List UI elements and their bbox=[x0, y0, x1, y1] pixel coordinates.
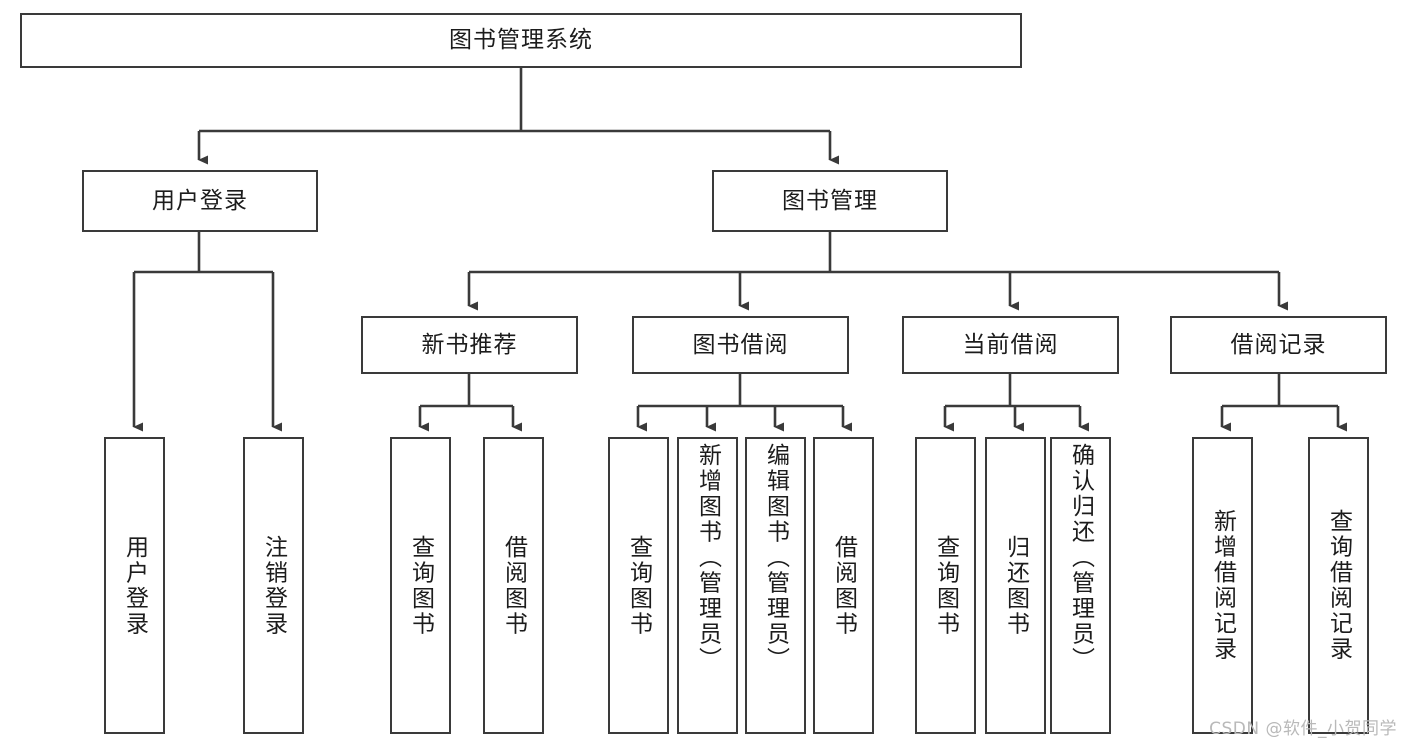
node-label-root-system: 图书管理系统 bbox=[449, 27, 593, 54]
node-label-leaf-query-book-2: 查询图书 bbox=[625, 534, 652, 637]
node-label-leaf-query-record: 查询借阅记录 bbox=[1325, 509, 1352, 662]
node-book-borrow[interactable]: 图书借阅 bbox=[632, 316, 849, 374]
node-label-user-login: 用户登录 bbox=[152, 187, 248, 214]
node-label-leaf-return-book: 归还图书 bbox=[1002, 534, 1029, 637]
node-label-leaf-borrow-book-2: 借阅图书 bbox=[830, 534, 857, 637]
node-borrow-record[interactable]: 借阅记录 bbox=[1170, 316, 1387, 374]
node-label-leaf-query-book-1: 查询图书 bbox=[407, 534, 434, 637]
node-leaf-return-book[interactable]: 归还图书 bbox=[985, 437, 1046, 734]
node-label-leaf-edit-book: 编辑图书（管理员） bbox=[762, 443, 789, 673]
node-root-system[interactable]: 图书管理系统 bbox=[20, 13, 1022, 68]
node-new-book-recommend[interactable]: 新书推荐 bbox=[361, 316, 578, 374]
node-leaf-logout[interactable]: 注销登录 bbox=[243, 437, 304, 734]
csdn-watermark: CSDN @软件_小贺同学 bbox=[1209, 719, 1397, 739]
node-label-current-borrow: 当前借阅 bbox=[962, 331, 1059, 358]
node-leaf-query-book-2[interactable]: 查询图书 bbox=[608, 437, 669, 734]
node-label-book-management: 图书管理 bbox=[782, 187, 878, 214]
node-label-new-book-recommend: 新书推荐 bbox=[421, 331, 518, 358]
node-label-leaf-borrow-book-1: 借阅图书 bbox=[500, 534, 527, 637]
node-current-borrow[interactable]: 当前借阅 bbox=[902, 316, 1119, 374]
node-label-leaf-add-record: 新增借阅记录 bbox=[1209, 509, 1236, 662]
node-leaf-query-book-1[interactable]: 查询图书 bbox=[390, 437, 451, 734]
node-label-leaf-add-book: 新增图书（管理员） bbox=[694, 443, 721, 673]
node-label-leaf-confirm-return: 确认归还（管理员） bbox=[1067, 443, 1094, 673]
node-label-leaf-logout: 注销登录 bbox=[260, 534, 287, 637]
node-label-leaf-user-login: 用户登录 bbox=[121, 534, 148, 637]
node-leaf-edit-book[interactable]: 编辑图书（管理员） bbox=[745, 437, 806, 734]
node-leaf-borrow-book-2[interactable]: 借阅图书 bbox=[813, 437, 874, 734]
node-book-management[interactable]: 图书管理 bbox=[712, 170, 948, 232]
node-leaf-borrow-book-1[interactable]: 借阅图书 bbox=[483, 437, 544, 734]
node-label-leaf-query-book-3: 查询图书 bbox=[932, 534, 959, 637]
node-leaf-add-record[interactable]: 新增借阅记录 bbox=[1192, 437, 1253, 734]
node-label-book-borrow: 图书借阅 bbox=[692, 331, 789, 358]
node-label-borrow-record: 借阅记录 bbox=[1230, 331, 1327, 358]
node-leaf-query-record[interactable]: 查询借阅记录 bbox=[1308, 437, 1369, 734]
node-leaf-add-book[interactable]: 新增图书（管理员） bbox=[677, 437, 738, 734]
node-user-login[interactable]: 用户登录 bbox=[82, 170, 318, 232]
node-leaf-user-login[interactable]: 用户登录 bbox=[104, 437, 165, 734]
node-leaf-query-book-3[interactable]: 查询图书 bbox=[915, 437, 976, 734]
node-leaf-confirm-return[interactable]: 确认归还（管理员） bbox=[1050, 437, 1111, 734]
